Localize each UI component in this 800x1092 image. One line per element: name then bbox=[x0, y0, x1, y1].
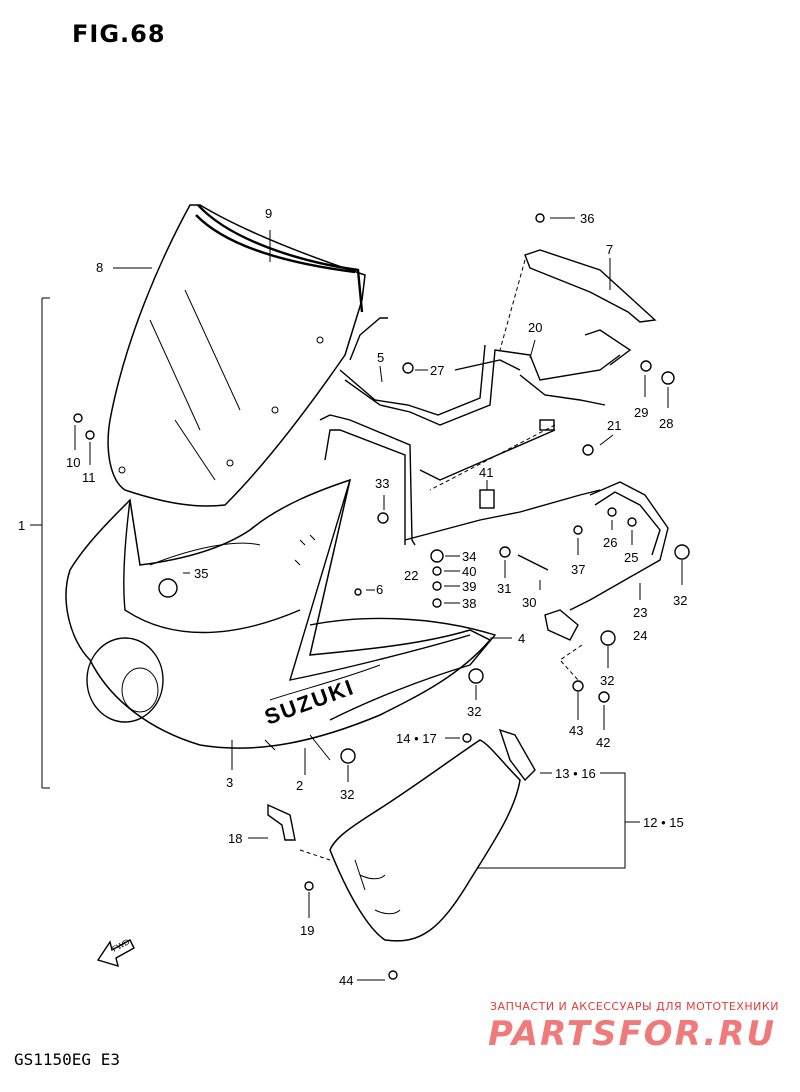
lower-stay-frame-part bbox=[319, 414, 601, 546]
callout-20: 20 bbox=[528, 320, 542, 335]
callout-34: 34 bbox=[462, 549, 476, 564]
callout-13-16: 13 • 16 bbox=[555, 766, 596, 781]
callout-labels: 1 2 3 4 5 6 7 8 9 10 11 12 • 15 13 • 16 … bbox=[18, 206, 687, 988]
callout-29: 29 bbox=[634, 405, 648, 420]
lower-bracket-part bbox=[267, 803, 296, 841]
callout-25: 25 bbox=[624, 550, 638, 565]
callout-2: 2 bbox=[296, 778, 303, 793]
callout-10: 10 bbox=[66, 455, 80, 470]
callout-41: 41 bbox=[479, 465, 493, 480]
upper-stay-frame-part bbox=[339, 317, 632, 431]
hardware-parts bbox=[73, 213, 690, 980]
figure-title: FIG.68 bbox=[72, 20, 166, 48]
callout-32-a: 32 bbox=[673, 593, 687, 608]
side-stay-part bbox=[544, 481, 669, 641]
callout-39: 39 bbox=[462, 579, 476, 594]
callout-30: 30 bbox=[522, 595, 536, 610]
callout-18: 18 bbox=[228, 831, 242, 846]
upper-fairing-part bbox=[65, 478, 492, 761]
callout-31: 31 bbox=[497, 581, 511, 596]
callout-37: 37 bbox=[571, 562, 585, 577]
callout-22: 22 bbox=[404, 568, 418, 583]
callout-28: 28 bbox=[659, 416, 673, 431]
watermark-subtitle: ЗАПЧАСТИ И АКСЕССУАРЫ ДЛЯ МОТОТЕХНИКИ bbox=[490, 1000, 779, 1013]
callout-40: 40 bbox=[462, 564, 476, 579]
callout-8: 8 bbox=[96, 260, 103, 275]
callout-32-d: 32 bbox=[340, 787, 354, 802]
fwd-arrow-icon: FWD bbox=[96, 937, 135, 968]
callout-27: 27 bbox=[430, 363, 444, 378]
callout-35: 35 bbox=[194, 566, 208, 581]
callout-43: 43 bbox=[569, 723, 583, 738]
callout-4: 4 bbox=[518, 631, 525, 646]
leader-lines bbox=[30, 217, 683, 981]
under-cowl-bracket-part bbox=[498, 728, 536, 782]
callout-33: 33 bbox=[375, 476, 389, 491]
windscreen-part bbox=[107, 204, 366, 507]
callout-32-b: 32 bbox=[600, 673, 614, 688]
assembly-dashed-lines bbox=[299, 259, 583, 861]
callout-5: 5 bbox=[377, 350, 384, 365]
fairing-inner-panel-part bbox=[309, 617, 497, 721]
callout-38: 38 bbox=[462, 596, 476, 611]
callout-3: 3 bbox=[226, 775, 233, 790]
callout-12-15: 12 • 15 bbox=[643, 815, 684, 830]
callout-24: 24 bbox=[633, 628, 647, 643]
watermark-logo: PARTSFOR.RU bbox=[488, 1014, 777, 1054]
callout-19: 19 bbox=[300, 923, 314, 938]
callout-6: 6 bbox=[376, 582, 383, 597]
under-cowl-part bbox=[329, 739, 521, 942]
callout-9: 9 bbox=[265, 206, 272, 221]
callout-23: 23 bbox=[633, 605, 647, 620]
callout-11: 11 bbox=[82, 470, 96, 485]
model-code: GS1150EG E3 bbox=[14, 1050, 120, 1069]
callout-7: 7 bbox=[606, 242, 613, 257]
callout-32-c: 32 bbox=[467, 704, 481, 719]
callout-26: 26 bbox=[603, 535, 617, 550]
callout-44: 44 bbox=[339, 973, 353, 988]
top-bracket-part bbox=[524, 249, 657, 323]
callout-36: 36 bbox=[580, 211, 594, 226]
callout-21: 21 bbox=[607, 418, 621, 433]
callout-14-17: 14 • 17 bbox=[396, 731, 437, 746]
windscreen-trim-part bbox=[195, 214, 356, 274]
callout-42: 42 bbox=[596, 735, 610, 750]
callout-1: 1 bbox=[18, 518, 25, 533]
